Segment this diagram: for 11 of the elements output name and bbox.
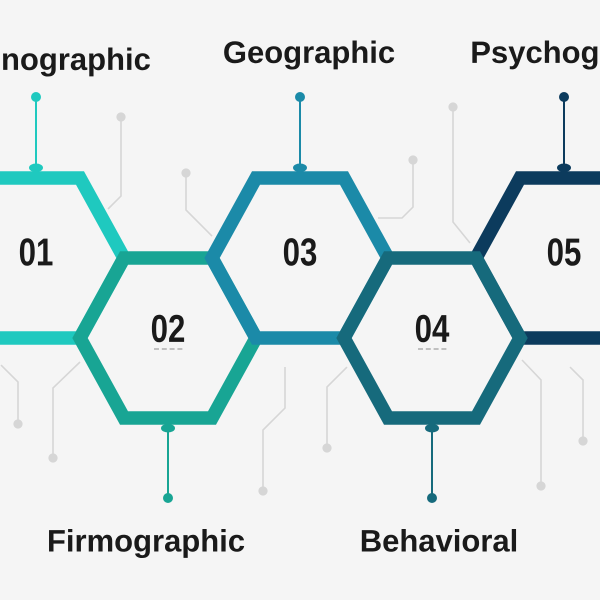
category-title: Firmographic [49, 529, 244, 558]
leader-line [293, 92, 307, 172]
category-title: Behavioral [362, 529, 516, 552]
leader-line [161, 424, 175, 503]
hexagon: 01 [0, 171, 132, 345]
category-title: Geographic [224, 40, 394, 70]
category-title: nographic [3, 47, 150, 76]
leader-line [557, 92, 571, 172]
category-title: Psychog [472, 40, 598, 70]
leader-line [29, 92, 43, 172]
leader-line [425, 424, 439, 503]
